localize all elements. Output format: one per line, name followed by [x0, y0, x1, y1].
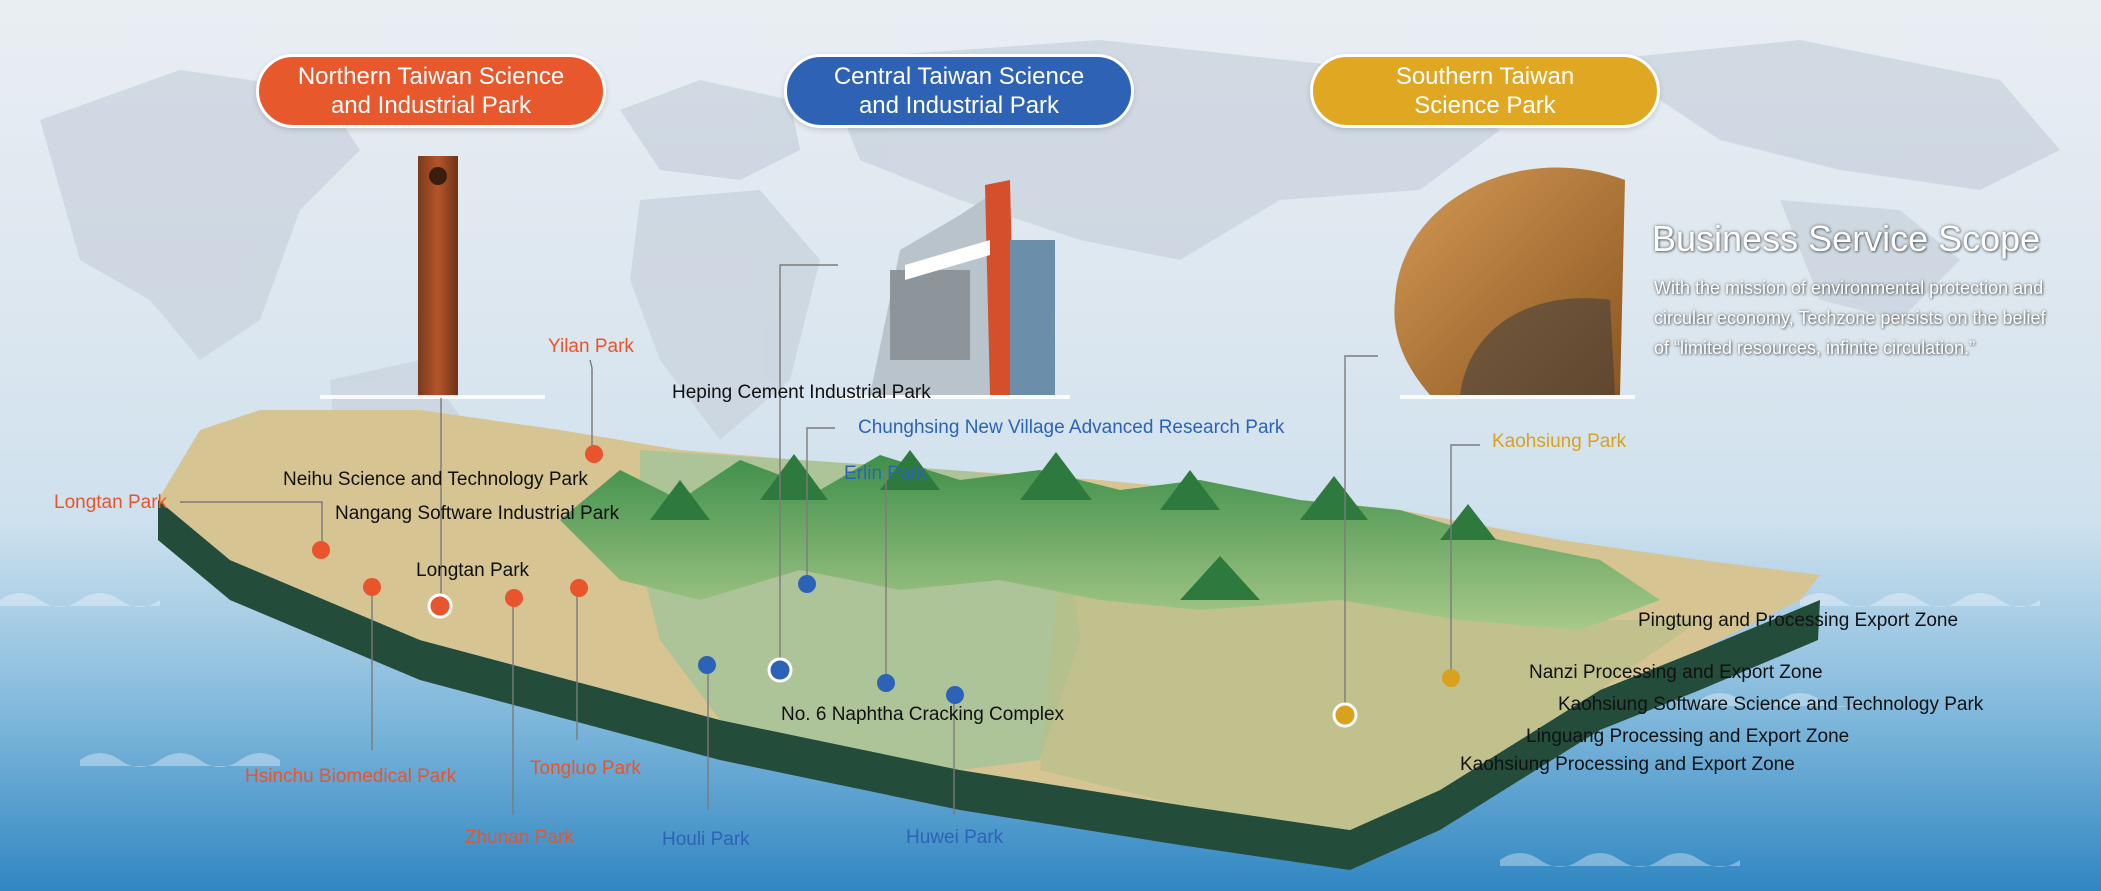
label-pingtung-zone[interactable]: Pingtung and Processing Export Zone [1638, 610, 1959, 631]
label-hsinchu-biomedical-park[interactable]: Hsinchu Biomedical Park [245, 766, 457, 787]
leader-lines [180, 264, 1480, 815]
label-erlin-park[interactable]: Erlin Park [844, 463, 927, 484]
wave-pattern [0, 593, 2040, 867]
label-nangang-park[interactable]: Nangang Software Industrial Park [335, 503, 620, 524]
south-shell-image [1394, 167, 1635, 399]
south-header-line2: Science Park [1414, 92, 1556, 119]
south-region [1040, 560, 1700, 830]
north-header-line2: and Industrial Park [330, 92, 532, 119]
label-chunghsing-park[interactable]: Chunghsing New Village Advanced Research… [858, 417, 1285, 438]
label-houli-park[interactable]: Houli Park [662, 829, 750, 850]
label-tongluo-park[interactable]: Tongluo Park [530, 758, 641, 779]
south-header-line1: Southern Taiwan [1395, 63, 1575, 90]
label-longtan-park[interactable]: Longtan Park [416, 560, 530, 581]
north-tower-image [320, 156, 545, 399]
label-nanzi-zone[interactable]: Nanzi Processing and Export Zone [1529, 662, 1823, 683]
label-neihu-park[interactable]: Neihu Science and Technology Park [283, 469, 588, 490]
central-header-line1: Central Taiwan Science [833, 63, 1085, 90]
label-linguang-zone[interactable]: Linguang Processing and Export Zone [1526, 726, 1850, 747]
north-header-line1: Northern Taiwan Science [297, 63, 565, 90]
mountain-range [560, 450, 1660, 630]
label-yilan-park[interactable]: Yilan Park [548, 336, 634, 357]
business-scope-description: With the mission of environmental protec… [1654, 278, 2046, 358]
label-kaohsiung-processing-zone[interactable]: Kaohsiung Processing and Export Zone [1460, 754, 1795, 775]
label-huwei-park[interactable]: Huwei Park [906, 827, 1004, 848]
label-zhunan-park[interactable]: Zhunan Park [465, 827, 574, 848]
central-park-dots [698, 575, 964, 704]
label-kaohsiung-software-park[interactable]: Kaohsiung Software Science and Technolog… [1558, 694, 1984, 715]
label-kaohsiung-park[interactable]: Kaohsiung Park [1492, 431, 1627, 452]
label-naphtha-complex[interactable]: No. 6 Naphtha Cracking Complex [781, 704, 1065, 725]
central-header-line2: and Industrial Park [858, 92, 1060, 119]
island-side [158, 500, 1820, 870]
central-building-image [840, 180, 1070, 399]
north-park-dots [312, 445, 603, 619]
label-heping-park[interactable]: Heping Cement Industrial Park [672, 382, 931, 403]
business-scope-title: Business Service Scope [1652, 218, 2041, 259]
south-park-dots [1332, 669, 1460, 728]
label-longtan-park-west[interactable]: Longtan Park [54, 492, 168, 513]
